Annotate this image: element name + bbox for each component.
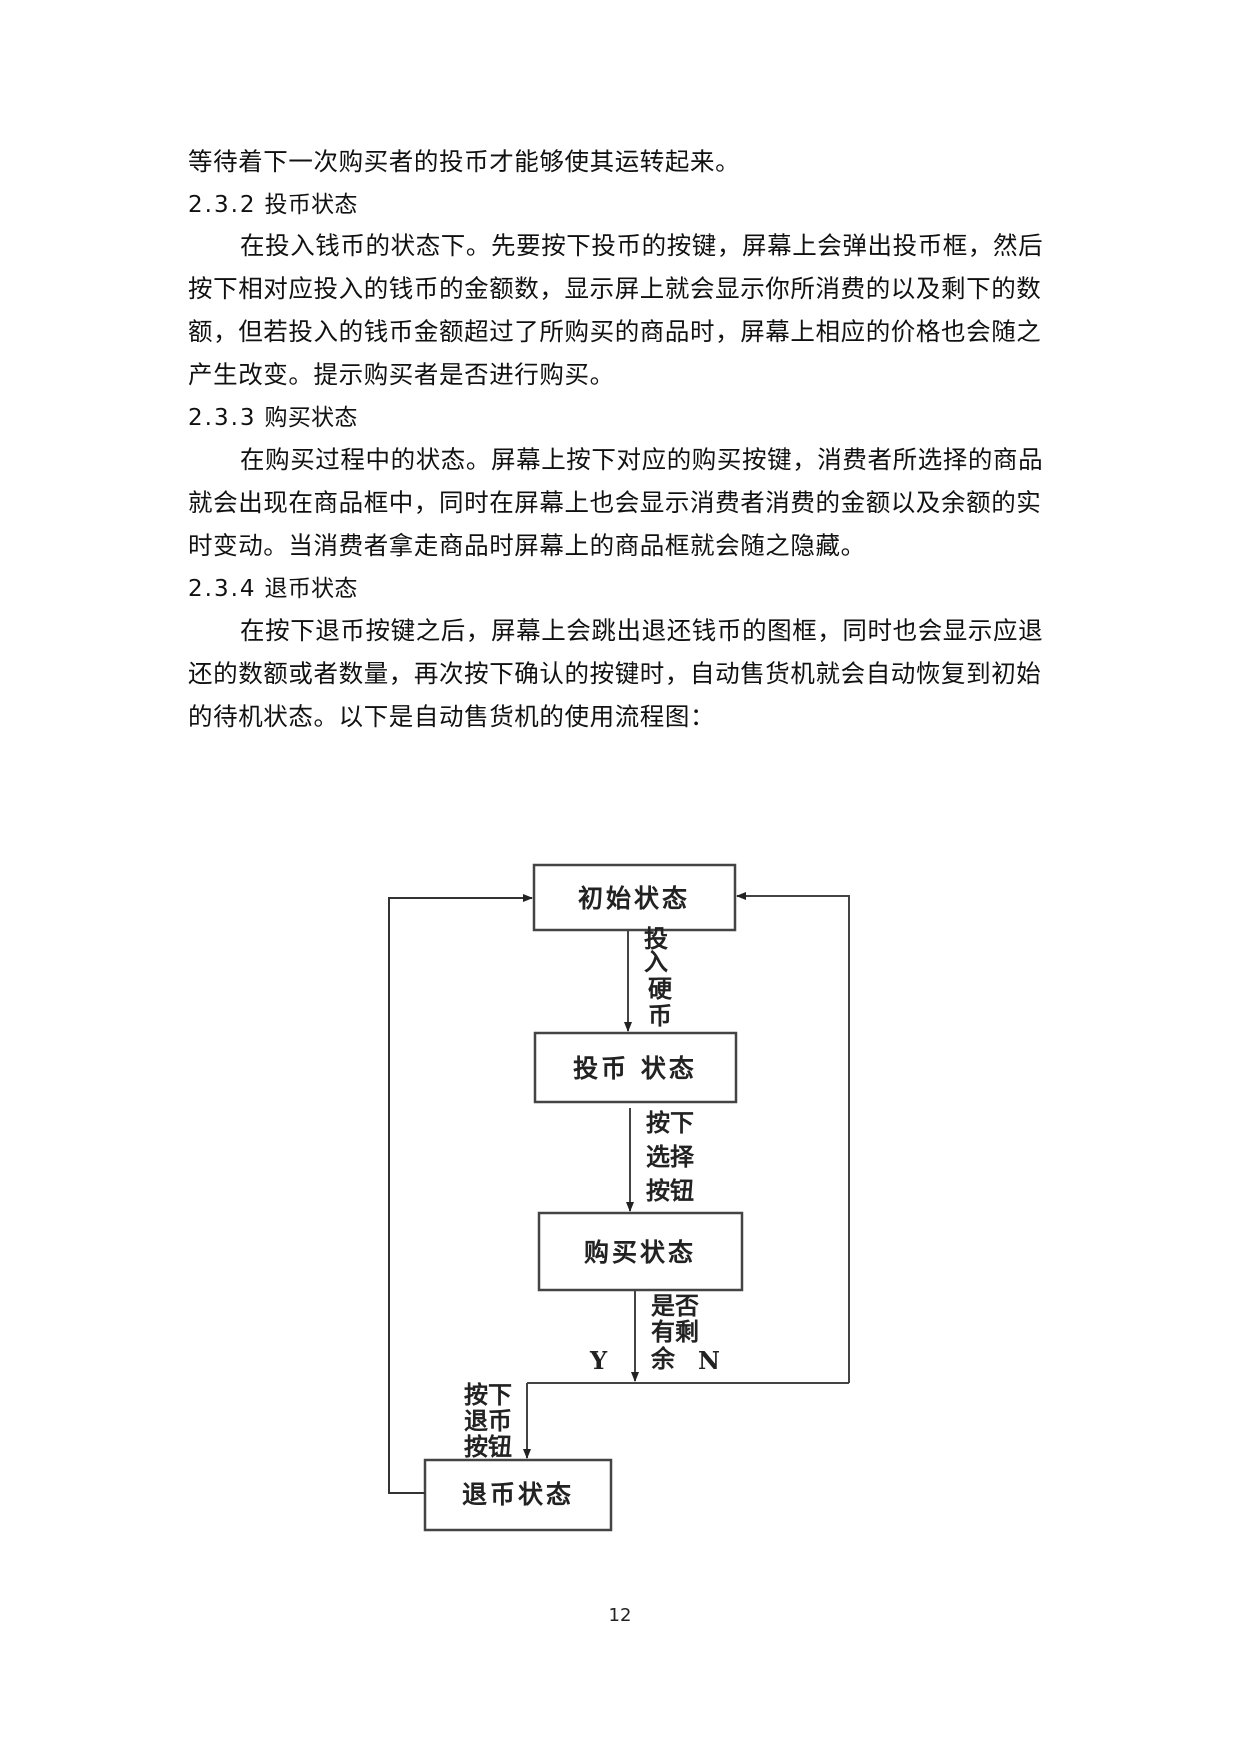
paragraph-line: 等待着下一次购买者的投币才能够使其运转起来。 [188, 147, 741, 176]
section-number: 2.3.2 [188, 192, 257, 218]
edge-label-yes: Y [589, 1346, 608, 1375]
edge-label-press-refund: 按下 退币 按钮 [464, 1380, 512, 1461]
svg-text:币: 币 [648, 1001, 672, 1030]
section-number: 2.3.4 [188, 576, 257, 602]
node-label: 退币状态 [462, 1480, 574, 1509]
svg-text:入: 入 [644, 947, 668, 976]
edge-label-press-select: 按下 选择 按钮 [646, 1108, 695, 1205]
paragraph-line: 就会出现在商品框中，同时在屏幕上也会显示消费者消费的金额以及余额的实 [188, 488, 1042, 517]
edge-label-has-remaining: 是否 有剩 余 [650, 1291, 699, 1373]
section-title: 退币状态 [264, 576, 358, 602]
page-number: 12 [608, 1605, 632, 1626]
svg-text:按下: 按下 [646, 1108, 694, 1137]
svg-text:投: 投 [644, 924, 668, 953]
section-heading-2-3-2: 2.3.2 投币状态 [188, 189, 1058, 221]
node-initial-state: 初始状态 [532, 863, 737, 932]
svg-text:退币: 退币 [464, 1406, 512, 1435]
section-number: 2.3.3 [188, 405, 257, 431]
paragraph-line: 按下相对应投入的钱币的金额数，显示屏上就会显示你所消费的以及剩下的数 [188, 274, 1042, 303]
paragraph-line: 时变动。当消费者拿走商品时屏幕上的商品框就会随之隐藏。 [188, 531, 866, 560]
section-heading-2-3-3: 2.3.3 购买状态 [188, 402, 1058, 434]
node-label: 投币 状态 [573, 1054, 697, 1083]
paragraph-line: 还的数额或者数量，再次按下确认的按键时，自动售货机就会自动恢复到初始 [188, 659, 1042, 688]
arrow-no-back-to-initial [736, 892, 850, 1383]
paragraph-line: 的待机状态。以下是自动售货机的使用流程图： [188, 702, 716, 731]
section-heading-2-3-4: 2.3.4 退币状态 [188, 573, 1058, 605]
svg-text:按钮: 按钮 [464, 1432, 512, 1461]
node-coin-state: 投币 状态 [533, 1031, 738, 1104]
paragraph-line: 产生改变。提示购买者是否进行购买。 [188, 360, 615, 389]
node-purchase-state: 购买状态 [537, 1211, 744, 1292]
svg-text:按钮: 按钮 [646, 1176, 694, 1205]
paragraph-line: 在按下退币按键之后，屏幕上会跳出退还钱币的图框，同时也会显示应退 [240, 616, 1044, 645]
svg-text:硬: 硬 [648, 974, 673, 1003]
edge-label-no: N [698, 1346, 720, 1375]
node-refund-state: 退币状态 [423, 1458, 613, 1532]
node-label: 初始状态 [578, 884, 690, 913]
section-title: 购买状态 [264, 405, 358, 431]
paragraph-line: 额，但若投入的钱币金额超过了所购买的商品时，屏幕上相应的价格也会随之 [188, 317, 1042, 346]
node-label: 购买状态 [584, 1238, 696, 1267]
paragraph-line: 在购买过程中的状态。屏幕上按下对应的购买按键，消费者所选择的商品 [240, 445, 1044, 474]
arrow-refund-back-to-initial [388, 894, 533, 1494]
paragraph-line: 在投入钱币的状态下。先要按下投币的按键，屏幕上会弹出投币框，然后 [240, 231, 1044, 260]
svg-text:余: 余 [650, 1344, 676, 1373]
svg-text:按下: 按下 [464, 1380, 512, 1409]
svg-text:有剩: 有剩 [651, 1317, 699, 1346]
edge-label-insert-coin: 投 入 硬 币 [644, 924, 673, 1030]
svg-text:选择: 选择 [646, 1142, 695, 1171]
section-title: 投币状态 [264, 192, 358, 218]
svg-text:是否: 是否 [651, 1291, 699, 1320]
